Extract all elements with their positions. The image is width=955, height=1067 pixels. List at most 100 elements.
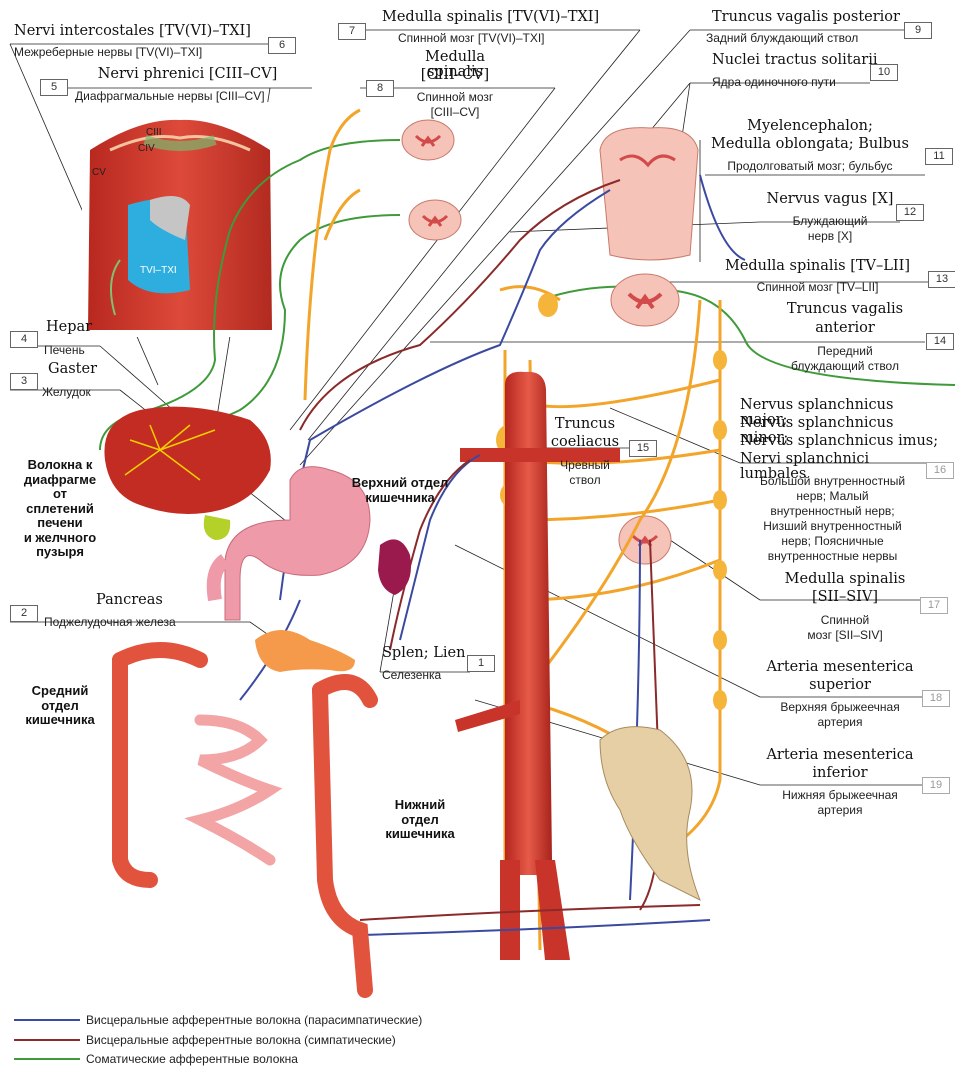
- torso-label-ciii: CIII: [146, 127, 162, 138]
- label-10-russian: Ядра одиночного пути: [712, 76, 882, 89]
- label-18-latin-1: Arteria mesenterica: [760, 660, 920, 675]
- label-9-russian: Задний блуждающий ствол: [706, 32, 906, 45]
- label-9-number: 9: [904, 22, 932, 39]
- pancreas: [255, 630, 355, 672]
- colon-lower: [320, 682, 370, 990]
- legend-text: Соматические афферентные волокна: [86, 1052, 298, 1066]
- label-19-latin-2: inferior: [760, 766, 920, 781]
- label-2-number: 2: [10, 605, 38, 622]
- colon-middle: [120, 650, 200, 880]
- label-13-latin: Medulla spinalis [TV–LII]: [710, 259, 925, 274]
- legend-swatch: [14, 1058, 80, 1060]
- label-8-russian-2: [CIII–CV]: [395, 106, 515, 119]
- label-16-russian-3: внутренностный нерв;: [740, 505, 925, 518]
- label-6-russian: Межреберные нервы [TV(VI)–TXI]: [14, 46, 274, 59]
- legend-item-parasympathetic: Висцеральные афферентные волокна (параси…: [14, 1012, 422, 1028]
- label-13-russian: Спинной мозг [TV–LII]: [710, 281, 925, 294]
- torso-inset: [82, 102, 277, 337]
- label-4-latin: Hepar: [46, 320, 126, 335]
- label-2-latin: Pancreas: [96, 593, 206, 608]
- label-14-number: 14: [926, 333, 954, 350]
- label-17-latin-1: Medulla spinalis: [780, 572, 910, 587]
- label-8-number: 8: [366, 80, 394, 97]
- label-19-latin-1: Arteria mesenterica: [760, 748, 920, 763]
- label-15-latin-2: coeliacus: [545, 435, 625, 450]
- label-3-russian: Желудок: [42, 386, 132, 399]
- label-17-russian-1: Спинной: [780, 614, 910, 627]
- label-12-latin: Nervus vagus [X]: [765, 192, 895, 207]
- label-6-number: 6: [268, 37, 296, 54]
- label-17-number: 17: [920, 597, 948, 614]
- label-4-number: 4: [10, 331, 38, 348]
- legend-swatch: [14, 1039, 80, 1041]
- label-18-latin-2: superior: [760, 678, 920, 693]
- label-15-latin-1: Truncus: [545, 417, 625, 432]
- label-16-number: 16: [926, 462, 954, 479]
- label-16-russian-5: нерв; Поясничные: [740, 535, 925, 548]
- liver: [104, 407, 270, 540]
- legend-text: Висцеральные афферентные волокна (параси…: [86, 1013, 422, 1027]
- spleen: [378, 539, 411, 595]
- label-2-russian: Поджелудочная железа: [44, 616, 244, 629]
- label-12-number: 12: [896, 204, 924, 221]
- label-10-number: 10: [870, 64, 898, 81]
- medulla-oblongata: [600, 128, 698, 260]
- label-19-russian-2: артерия: [760, 804, 920, 817]
- label-16-russian-6: внутренностные нервы: [740, 550, 925, 563]
- label-5-russian: Диафрагмальные нервы [CIII–CV]: [75, 90, 315, 103]
- label-9-latin: Truncus vagalis posterior: [712, 10, 912, 25]
- label-18-russian-1: Верхняя брыжеечная: [760, 701, 920, 714]
- label-16-russian-4: Низший внутренностный: [740, 520, 925, 533]
- label-3-number: 3: [10, 373, 38, 390]
- label-8-russian-1: Спинной мозг: [395, 91, 515, 104]
- label-16-latin-3: Nervus splanchnicus imus;: [740, 434, 940, 449]
- legend-item-somatic: Соматические афферентные волокна: [14, 1051, 298, 1067]
- torso-label-cv: CV: [92, 167, 106, 178]
- legend-swatch: [14, 1019, 80, 1021]
- label-11-latin-1: Myelencephalon;: [705, 119, 915, 134]
- label-18-number: 18: [922, 690, 950, 707]
- small-intestine: [200, 720, 270, 860]
- label-15-russian-1: Чревный: [545, 459, 625, 472]
- label-11-number: 11: [925, 148, 953, 165]
- label-1-number: 1: [467, 655, 495, 672]
- torso-label-civ: CIV: [138, 143, 155, 154]
- label-7-russian: Спинной мозг [TV(VI)–TXI]: [398, 32, 618, 45]
- sacrum: [600, 727, 700, 900]
- label-5-latin: Nervi phrenici [CIII–CV]: [70, 67, 305, 82]
- label-1-russian: Селезенка: [382, 669, 472, 682]
- label-1-latin: Splen; Lien: [382, 646, 472, 661]
- label-14-russian-1: Передний: [770, 345, 920, 358]
- label-17-russian-2: мозг [SII–SIV]: [780, 629, 910, 642]
- label-10-latin: Nuclei tractus solitarii: [712, 53, 882, 68]
- label-13-number: 13: [928, 271, 955, 288]
- label-14-latin-2: anterior: [770, 321, 920, 336]
- label-19-number: 19: [922, 777, 950, 794]
- label-12-russian-1: Блуждающий: [765, 215, 895, 228]
- label-5-number: 5: [40, 79, 68, 96]
- label-3-latin: Gaster: [48, 362, 128, 377]
- label-12-russian-2: нерв [X]: [765, 230, 895, 243]
- label-17-latin-2: [SII–SIV]: [780, 590, 910, 605]
- label-8-latin-2: [CIII–CV]: [395, 68, 515, 83]
- torso-label-tvi: TVI–TXI: [140, 265, 177, 276]
- label-19-russian-1: Нижняя брыжеечная: [760, 789, 920, 802]
- label-11-russian: Продолговатый мозг; бульбус: [705, 160, 915, 173]
- label-4-russian: Печень: [44, 344, 124, 357]
- label-7-latin: Medulla spinalis [TV(VI)–TXI]: [382, 10, 632, 25]
- label-11-latin-2: Medulla oblongata; Bulbus: [705, 137, 915, 152]
- label-15-number: 15: [629, 440, 657, 457]
- label-16-russian-2: нерв; Малый: [740, 490, 925, 503]
- legend-item-sympathetic: Висцеральные афферентные волокна (симпат…: [14, 1032, 396, 1048]
- label-14-russian-2: блуждающий ствол: [770, 360, 920, 373]
- label-16-russian-1: Большой внутренностный: [740, 475, 925, 488]
- label-18-russian-2: артерия: [760, 716, 920, 729]
- label-15-russian-2: ствол: [545, 474, 625, 487]
- legend-text: Висцеральные афферентные волокна (симпат…: [86, 1033, 396, 1047]
- label-7-number: 7: [338, 23, 366, 40]
- label-6-latin: Nervi intercostales [TV(VI)–TXI]: [14, 24, 274, 39]
